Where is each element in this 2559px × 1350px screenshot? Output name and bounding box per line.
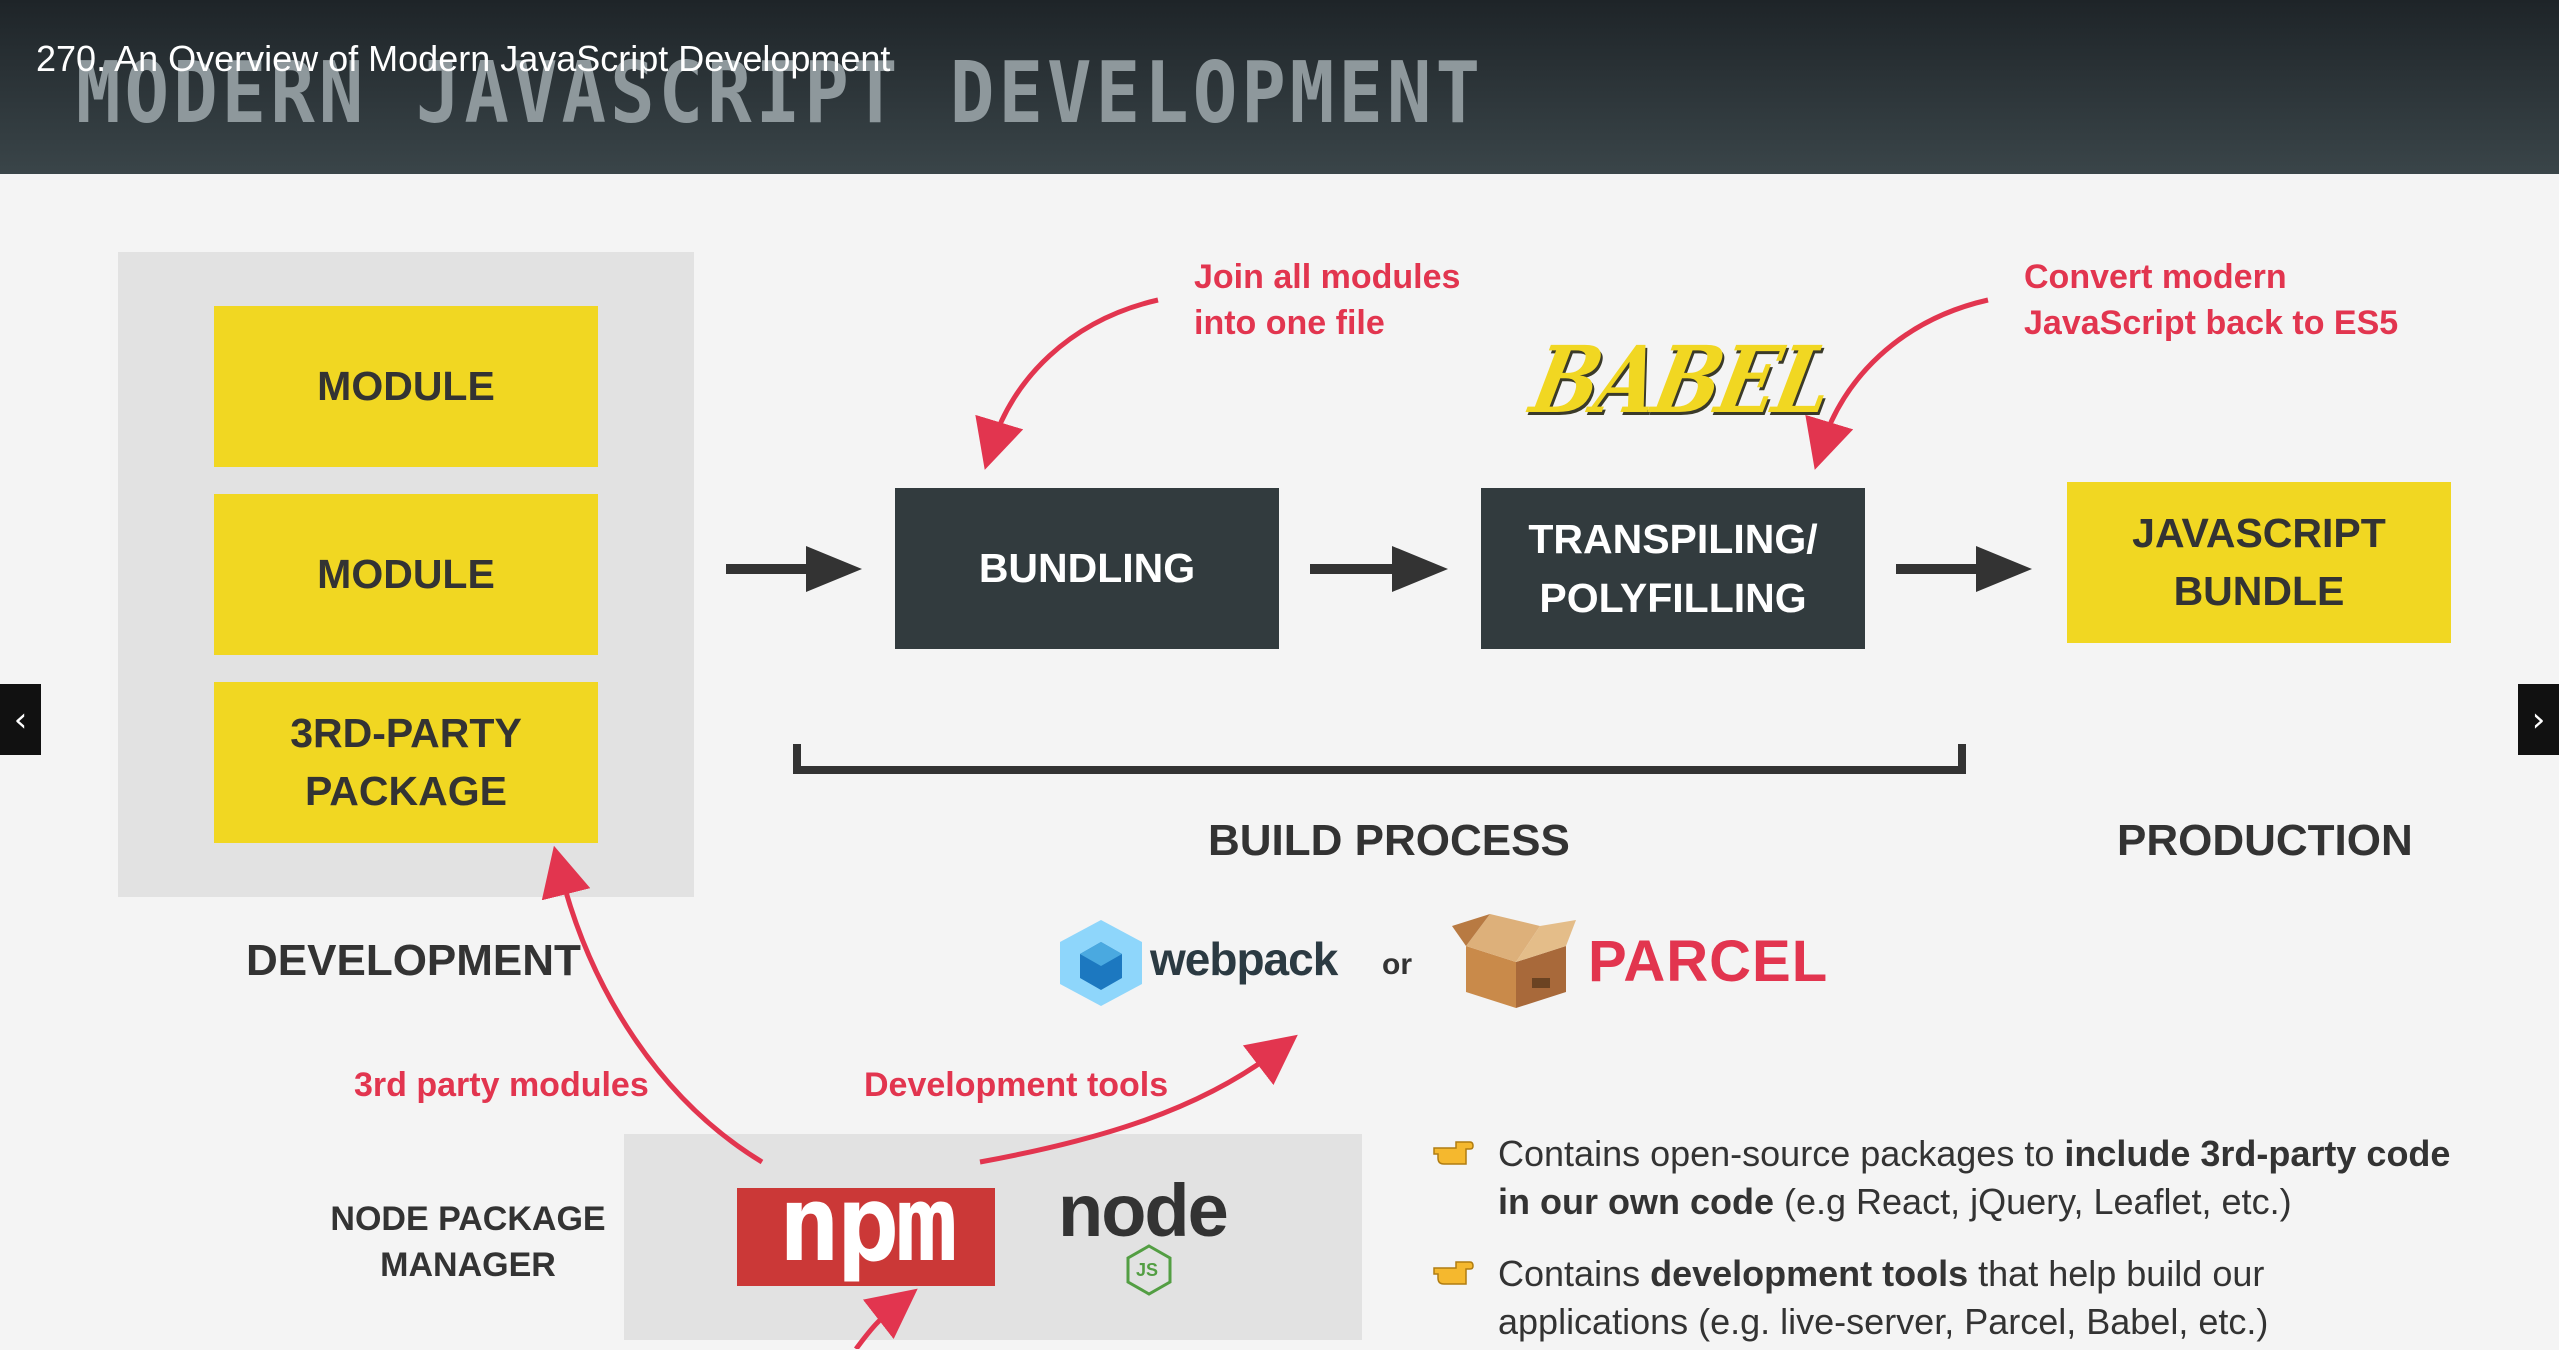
- webpack-logo: [1056, 916, 1146, 1008]
- transpiling-line-1: TRANSPILING/: [1528, 516, 1818, 563]
- npm-label: NODE PACKAGE MANAGER: [330, 1200, 606, 1284]
- nodejs-logo: node JS: [1058, 1174, 1242, 1300]
- flow-arrow-2: [1310, 546, 1448, 592]
- production-label: PRODUCTION: [2117, 816, 2413, 865]
- bundle-line-1: JAVASCRIPT: [2132, 510, 2386, 557]
- slide-header: MODERN JAVASCRIPT DEVELOPMENT 270. An Ov…: [0, 0, 2559, 174]
- build-process-label: BUILD PROCESS: [1208, 816, 1570, 865]
- video-title: 270. An Overview of Modern JavaScript De…: [36, 38, 891, 79]
- nodejs-hexagon-icon: [1126, 1244, 1172, 1296]
- module-box-1: MODULE: [214, 306, 598, 467]
- webpack-wordmark: webpack: [1150, 933, 1338, 985]
- javascript-bundle-box: JAVASCRIPT BUNDLE: [2067, 482, 2451, 643]
- chevron-left-icon: ‹: [13, 699, 28, 740]
- babel-logo: BABEL: [1522, 326, 1841, 434]
- pointing-hand-icon: [1433, 1261, 1474, 1285]
- development-tools-label: Development tools: [864, 1066, 1169, 1104]
- npm-logo: npm: [737, 1172, 995, 1286]
- build-process-bracket: [793, 744, 1966, 774]
- pointing-hand-icon: [1433, 1141, 1474, 1165]
- bundling-box: BUNDLING: [895, 488, 1279, 649]
- flow-arrow-1: [726, 546, 862, 592]
- flow-arrow-3: [1896, 546, 2032, 592]
- bundle-line-2: BUNDLE: [2173, 567, 2345, 614]
- transpiling-annotation-arrow: [1805, 297, 1989, 470]
- or-label: or: [1382, 948, 1412, 981]
- chevron-right-icon: ›: [2531, 699, 2546, 740]
- parcel-wordmark: PARCEL: [1588, 929, 1829, 994]
- development-label: DEVELOPMENT: [246, 936, 581, 985]
- transpiling-box: TRANSPILING/ POLYFILLING: [1481, 488, 1865, 649]
- bullet-item-2: Contains development tools that help bui…: [1432, 1250, 2432, 1350]
- previous-slide-button[interactable]: ‹: [0, 684, 41, 755]
- slide-heading: MODERN JAVASCRIPT DEVELOPMENT: [76, 44, 1485, 143]
- bundling-annotation-arrow: [975, 297, 1159, 470]
- webpack-cube-icon: [1060, 920, 1142, 1006]
- next-slide-button[interactable]: ›: [2518, 684, 2559, 755]
- bundling-annotation: Join all modules into one file: [1194, 258, 1461, 342]
- bullet-item-1: Contains open-source packages to include…: [1432, 1130, 2450, 1230]
- module-box-2: MODULE: [214, 494, 598, 655]
- third-party-modules-label: 3rd party modules: [354, 1066, 649, 1104]
- third-party-modules-arrow: [541, 845, 764, 1165]
- transpiling-annotation: Convert modern JavaScript back to ES5: [2024, 258, 2399, 342]
- third-party-package-box: 3RD-PARTY PACKAGE: [214, 682, 598, 843]
- transpiling-line-2: POLYFILLING: [1539, 574, 1807, 621]
- parcel-box-icon: [1450, 906, 1580, 1010]
